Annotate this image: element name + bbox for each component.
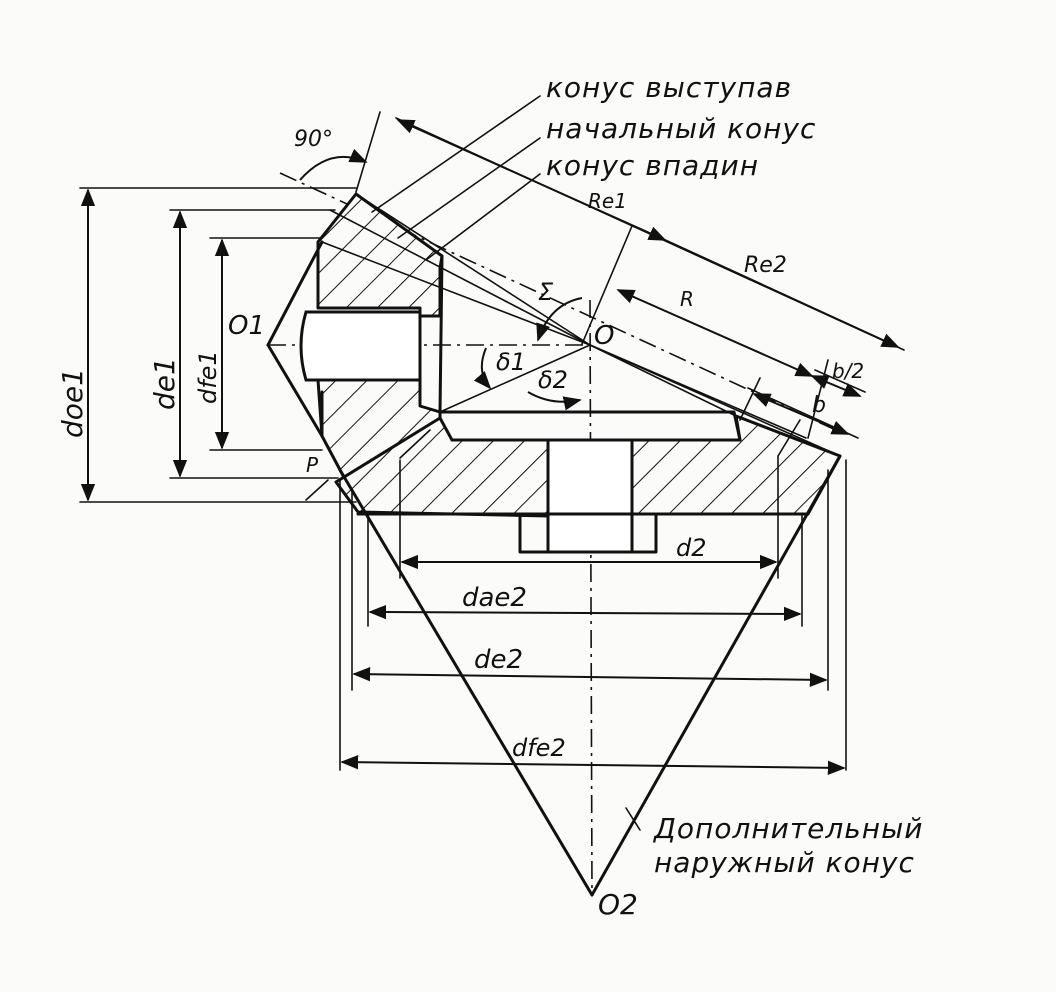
wheel-body-right (630, 414, 842, 516)
back-cone-label-2: наружный конус (654, 846, 915, 879)
axis-gear2 (589, 299, 593, 896)
d2-label: d2 (676, 534, 707, 562)
r-label: R (680, 287, 694, 311)
de2-label: de2 (474, 645, 523, 675)
pinion-gear (266, 192, 591, 502)
delta2-label: δ2 (538, 366, 568, 394)
wheel-gear (334, 344, 842, 897)
dimensions (79, 95, 905, 831)
dfe2-label: dfe2 (512, 734, 566, 762)
point-p-label: P (306, 453, 319, 477)
sigma-label: Σ (538, 278, 554, 306)
back-cone-label-1: Дополнительный (652, 812, 923, 845)
b-label: b (812, 393, 826, 418)
dfe1-label: dfe1 (194, 350, 222, 404)
root-cone-label: конус впадин (546, 149, 759, 182)
apex-o1-label: O1 (228, 311, 265, 341)
labels: конус выступав начальный конус конус впа… (56, 71, 923, 921)
pinion-bore (299, 310, 422, 382)
re1-label: Re1 (588, 189, 627, 213)
tip-cone-label: конус выступав (546, 71, 792, 104)
re2-label: Re2 (744, 253, 787, 278)
doe1-label: doe1 (56, 368, 89, 438)
wheel-bore (546, 438, 634, 554)
apex-o2-label: O2 (598, 888, 638, 921)
dae2-label: dae2 (462, 583, 527, 613)
b-half-label: b/2 (832, 359, 864, 383)
de1-label: de1 (148, 357, 181, 410)
right-angle-label: 90° (294, 127, 333, 152)
pitch-cone-label: начальный конус (546, 112, 816, 145)
pinion-body-upper (316, 192, 444, 318)
apex-o-label: O (594, 321, 614, 351)
delta1-label: δ1 (496, 348, 526, 376)
